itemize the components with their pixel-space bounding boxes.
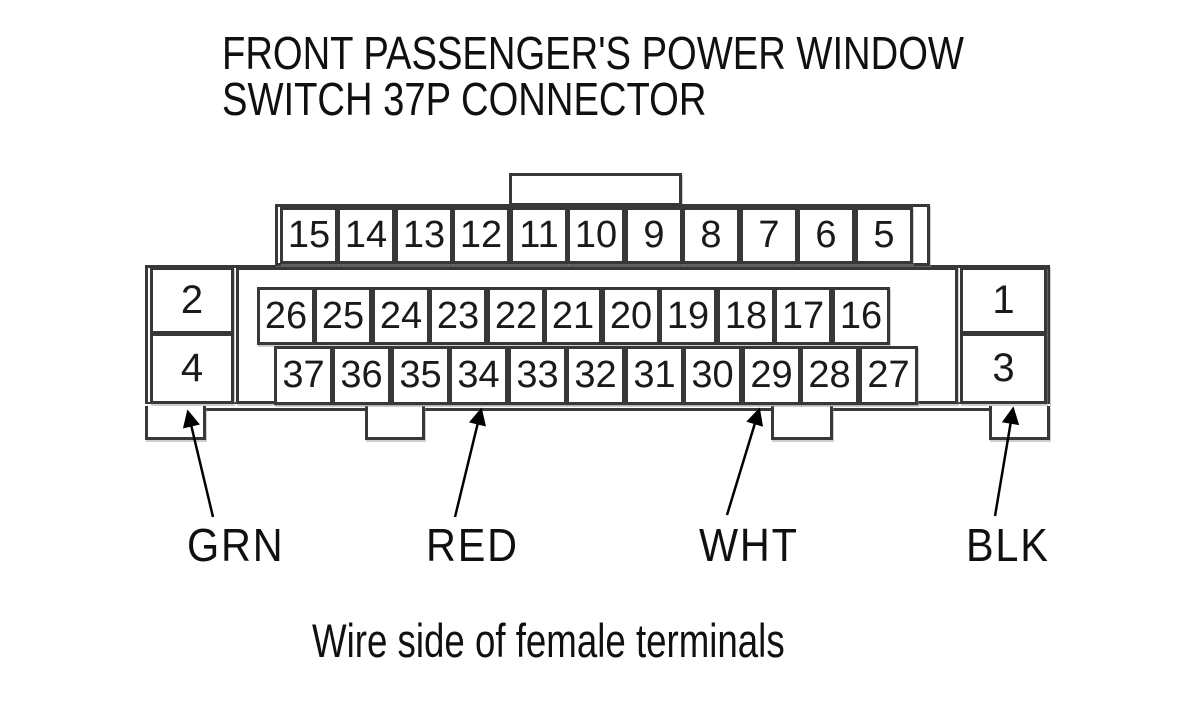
wire-label-wht: WHT bbox=[699, 519, 799, 571]
pin-cell-19: 19 bbox=[659, 287, 717, 345]
pin-cell-17: 17 bbox=[774, 287, 832, 345]
pin-cell-24: 24 bbox=[372, 287, 430, 345]
wht-arrow bbox=[725, 407, 764, 516]
pin-cell-21: 21 bbox=[544, 287, 602, 345]
connector-bottom-strip bbox=[145, 404, 1050, 411]
connector-lock-tab bbox=[509, 173, 682, 206]
pin-cell-16: 16 bbox=[832, 287, 890, 345]
pin-cell-18: 18 bbox=[717, 287, 775, 345]
wire-label-grn: GRN bbox=[187, 519, 285, 571]
pin-cell-12: 12 bbox=[452, 207, 510, 264]
diagram-caption: Wire side of female terminals bbox=[312, 614, 785, 667]
pin-cell-10: 10 bbox=[567, 207, 625, 264]
pin-cell-6: 6 bbox=[797, 207, 855, 264]
pin-cell-25: 25 bbox=[314, 287, 372, 345]
pin-cell-11: 11 bbox=[510, 207, 568, 264]
wire-label-blk: BLK bbox=[966, 519, 1050, 571]
pin-cell-5: 5 bbox=[855, 207, 913, 264]
pin-cell-27: 27 bbox=[859, 346, 918, 405]
pin-cell-8: 8 bbox=[682, 207, 740, 264]
pin-cell-13: 13 bbox=[395, 207, 453, 264]
pin-cell-23: 23 bbox=[429, 287, 487, 345]
pin-cell-28: 28 bbox=[800, 346, 859, 405]
pin-cell-14: 14 bbox=[337, 207, 395, 264]
pin-cell-3: 3 bbox=[960, 333, 1047, 404]
pin-cell-36: 36 bbox=[332, 346, 391, 405]
pin-cell-20: 20 bbox=[602, 287, 660, 345]
pin-cell-2: 2 bbox=[150, 267, 234, 334]
wire-label-red: RED bbox=[426, 519, 519, 571]
mounting-leg-2 bbox=[365, 406, 425, 440]
page-title: FRONT PASSENGER'S POWER WINDOW SWITCH 37… bbox=[222, 30, 964, 122]
title-line-2: SWITCH 37P CONNECTOR bbox=[222, 73, 707, 125]
pin-cell-9: 9 bbox=[625, 207, 683, 264]
pin-cell-34: 34 bbox=[449, 346, 508, 405]
pin-cell-35: 35 bbox=[391, 346, 450, 405]
pin-cell-33: 33 bbox=[508, 346, 567, 405]
pin-cell-4: 4 bbox=[150, 333, 234, 404]
pin-cell-26: 26 bbox=[257, 287, 315, 345]
red-arrow bbox=[453, 407, 486, 518]
pin-cell-31: 31 bbox=[625, 346, 684, 405]
pin-cell-29: 29 bbox=[742, 346, 801, 405]
pin-cell-22: 22 bbox=[487, 287, 545, 345]
title-line-1: FRONT PASSENGER'S POWER WINDOW bbox=[222, 27, 964, 79]
pin-cell-1: 1 bbox=[960, 267, 1047, 334]
mounting-leg-3 bbox=[771, 406, 833, 440]
pin-cell-30: 30 bbox=[683, 346, 742, 405]
pin-cell-7: 7 bbox=[740, 207, 798, 264]
mounting-leg-4 bbox=[989, 406, 1050, 440]
pin-cell-15: 15 bbox=[280, 207, 338, 264]
mounting-leg-1 bbox=[145, 406, 206, 440]
pin-cell-37: 37 bbox=[274, 346, 333, 405]
pin-cell-32: 32 bbox=[566, 346, 625, 405]
